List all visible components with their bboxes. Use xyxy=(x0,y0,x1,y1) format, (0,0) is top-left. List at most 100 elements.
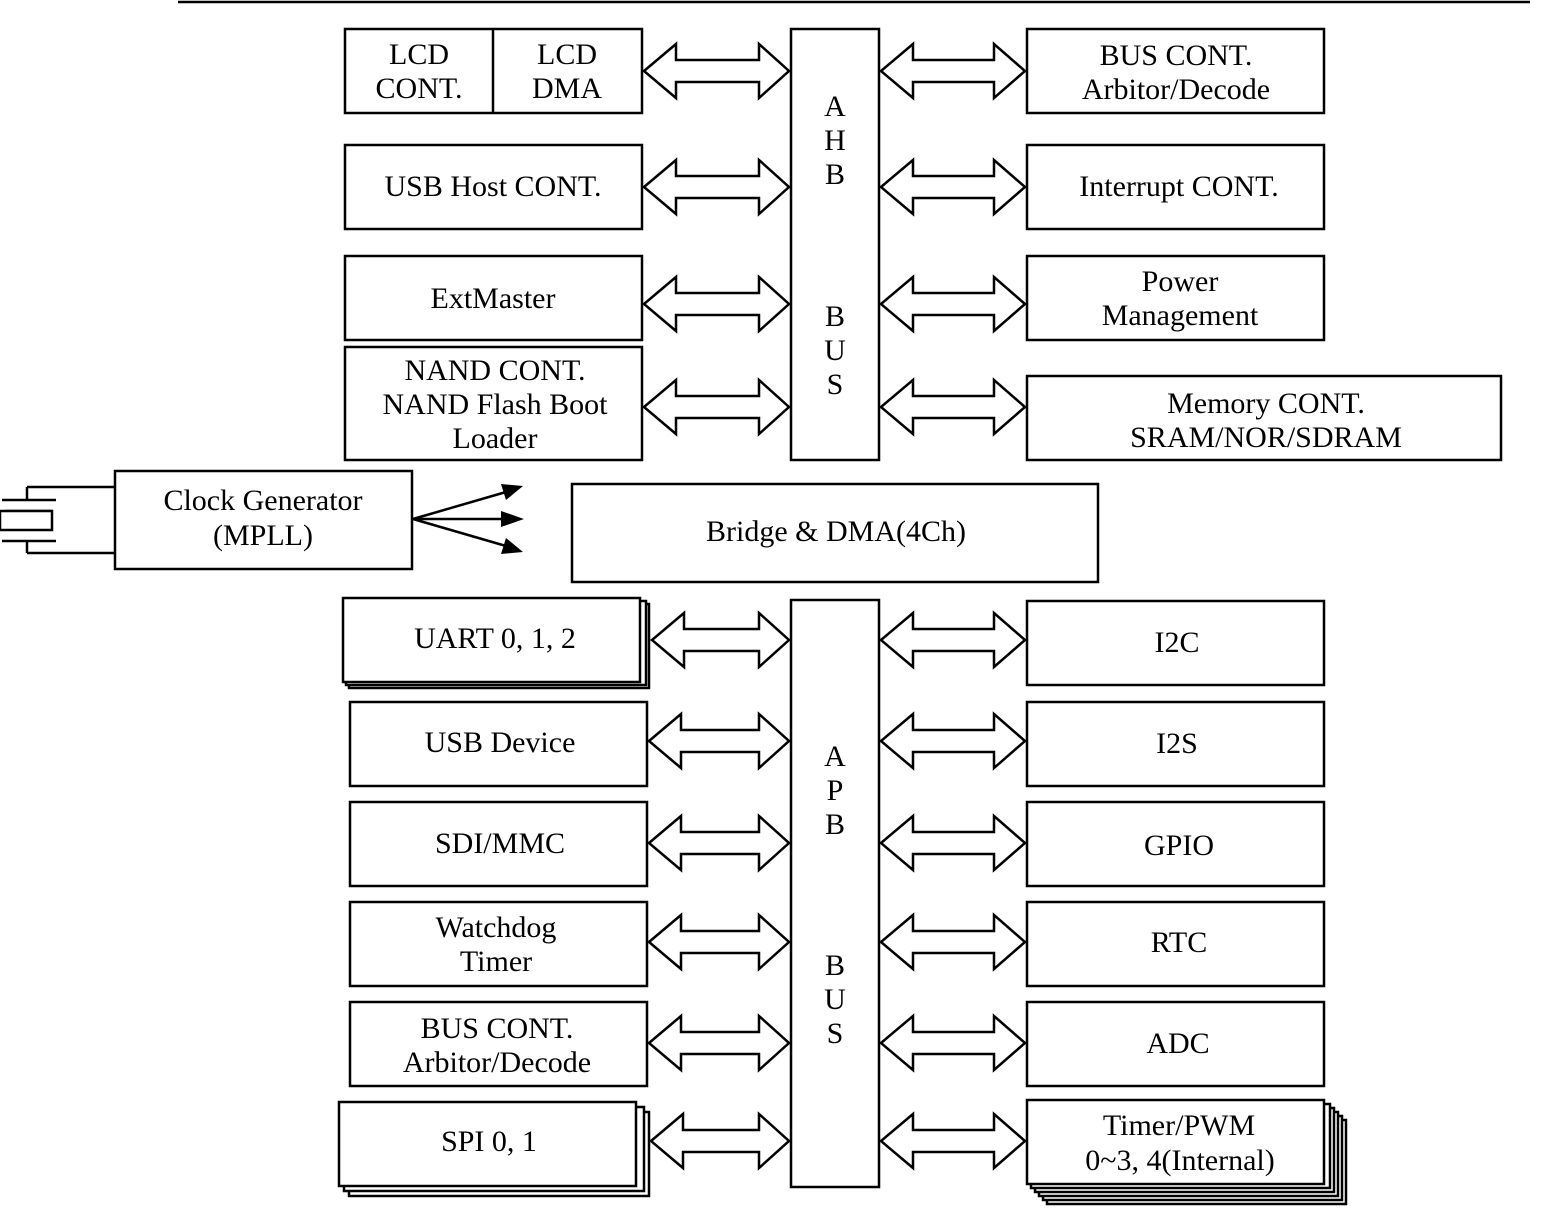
ahb-arrows-left xyxy=(642,41,791,437)
ahb-arrows-right xyxy=(879,41,1027,437)
apb-bus-letter: U xyxy=(824,983,846,1016)
double-arrow xyxy=(879,1013,1027,1073)
adc-block: ADC xyxy=(1025,1000,1326,1088)
double-arrow xyxy=(879,610,1027,670)
rtc-label: RTC xyxy=(1151,926,1208,959)
double-arrow xyxy=(642,274,791,334)
double-arrow xyxy=(650,610,791,670)
double-arrow xyxy=(879,1111,1027,1171)
nand-block: NAND CONT. NAND Flash Boot Loader xyxy=(343,345,644,462)
memory-cont-label: Memory CONT. xyxy=(1167,387,1365,420)
memory-cont-label: SRAM/NOR/SDRAM xyxy=(1130,421,1402,454)
interrupt-cont-block: Interrupt CONT. xyxy=(1025,143,1326,231)
ahb-bus-letter: A xyxy=(824,90,846,123)
usb-host-label: USB Host CONT. xyxy=(385,170,602,203)
clock-generator-block: Clock Generator (MPLL) xyxy=(113,469,414,571)
lcd-dma-label: DMA xyxy=(532,72,602,105)
nand-label: Loader xyxy=(453,422,538,455)
arrowhead-icon xyxy=(501,484,523,500)
usb-host-block: USB Host CONT. xyxy=(343,143,644,231)
i2s-block: I2S xyxy=(1025,700,1326,788)
ahb-bus-letter: B xyxy=(825,300,845,333)
apb-bus-cont-label: BUS CONT. xyxy=(421,1012,574,1045)
timer-pwm-label: Timer/PWM xyxy=(1103,1109,1255,1142)
sdi-mmc-block: SDI/MMC xyxy=(348,800,649,888)
arrowhead-icon xyxy=(501,511,524,527)
bridge-dma-label: Bridge & DMA(4Ch) xyxy=(706,515,966,548)
double-arrow xyxy=(642,41,791,101)
lcd-dma-label: LCD xyxy=(537,38,597,71)
nand-label: NAND CONT. xyxy=(404,354,585,387)
uart-label: UART 0, 1, 2 xyxy=(414,622,576,655)
watchdog-timer-block: Watchdog Timer xyxy=(348,900,649,988)
power-management-block: Power Management xyxy=(1025,254,1326,342)
ahb-bus-letter: B xyxy=(825,158,845,191)
apb-arrows-left xyxy=(647,610,791,1171)
nand-label: NAND Flash Boot xyxy=(382,388,608,421)
uart-block: UART 0, 1, 2 xyxy=(341,596,651,690)
ahb-bus-letter: U xyxy=(824,334,846,367)
gpio-label: GPIO xyxy=(1144,829,1214,862)
ahb-bus-cont-label: BUS CONT. xyxy=(1100,39,1253,72)
apb-bus-letter: P xyxy=(827,774,844,807)
clock-generator-label: (MPLL) xyxy=(213,519,313,552)
apb-bus-letter: A xyxy=(824,740,846,773)
timer-pwm-label: 0~3, 4(Internal) xyxy=(1085,1144,1275,1177)
double-arrow xyxy=(879,274,1027,334)
ext-master-block: ExtMaster xyxy=(343,254,644,342)
i2s-label: I2S xyxy=(1156,727,1198,760)
double-arrow xyxy=(879,41,1027,101)
double-arrow xyxy=(647,912,791,972)
double-arrow xyxy=(647,711,791,771)
gpio-block: GPIO xyxy=(1025,800,1326,888)
double-arrow xyxy=(642,377,791,437)
bridge-dma-block: Bridge & DMA(4Ch) xyxy=(570,482,1100,584)
apb-arrows-right xyxy=(879,610,1027,1171)
watchdog-timer-label: Timer xyxy=(460,945,532,978)
lcd-cont-label: CONT. xyxy=(376,72,463,105)
double-arrow xyxy=(649,1111,791,1171)
watchdog-timer-label: Watchdog xyxy=(436,911,557,944)
apb-bus-letter: S xyxy=(827,1017,844,1050)
memory-cont-block: Memory CONT. SRAM/NOR/SDRAM xyxy=(1025,374,1503,462)
double-arrow xyxy=(647,1013,791,1073)
ahb-bus-letter: H xyxy=(824,124,846,157)
spi-label: SPI 0, 1 xyxy=(441,1125,537,1158)
spi-block: SPI 0, 1 xyxy=(337,1100,651,1198)
apb-bus-cont-label: Arbitor/Decode xyxy=(403,1046,591,1079)
ext-master-label: ExtMaster xyxy=(431,282,556,315)
interrupt-cont-label: Interrupt CONT. xyxy=(1079,170,1278,203)
ahb-bus-cont-label: Arbitor/Decode xyxy=(1082,73,1270,106)
rtc-block: RTC xyxy=(1025,900,1326,988)
clock-generator-label: Clock Generator xyxy=(163,484,362,517)
apb-bus-letter: B xyxy=(825,949,845,982)
ahb-bus-cont-block: BUS CONT. Arbitor/Decode xyxy=(1025,27,1326,115)
timer-pwm-block: Timer/PWM 0~3, 4(Internal) xyxy=(1025,1098,1348,1206)
double-arrow xyxy=(879,157,1027,217)
double-arrow xyxy=(879,377,1027,437)
double-arrow xyxy=(879,912,1027,972)
usb-device-block: USB Device xyxy=(348,700,649,788)
double-arrow xyxy=(642,157,791,217)
ahb-bus: A H B B U S xyxy=(789,27,881,462)
ahb-bus-letter: S xyxy=(827,368,844,401)
lcd-cont-label: LCD xyxy=(389,38,449,71)
crystal-icon xyxy=(0,485,115,555)
power-management-label: Power xyxy=(1142,265,1219,298)
sdi-mmc-label: SDI/MMC xyxy=(435,827,565,860)
double-arrow xyxy=(879,711,1027,771)
clock-output-arrows xyxy=(412,484,524,554)
adc-label: ADC xyxy=(1146,1027,1209,1060)
apb-bus-cont-block: BUS CONT. Arbitor/Decode xyxy=(348,1000,649,1088)
i2c-label: I2C xyxy=(1155,626,1200,659)
i2c-block: I2C xyxy=(1025,599,1326,687)
power-management-label: Management xyxy=(1102,299,1259,332)
arrowhead-icon xyxy=(501,538,523,554)
apb-bus: A P B B U S xyxy=(789,598,881,1189)
usb-device-label: USB Device xyxy=(425,726,576,759)
apb-bus-letter: B xyxy=(825,808,845,841)
double-arrow xyxy=(879,813,1027,873)
double-arrow xyxy=(647,813,791,873)
lcd-block: LCD CONT. LCD DMA xyxy=(343,27,644,115)
